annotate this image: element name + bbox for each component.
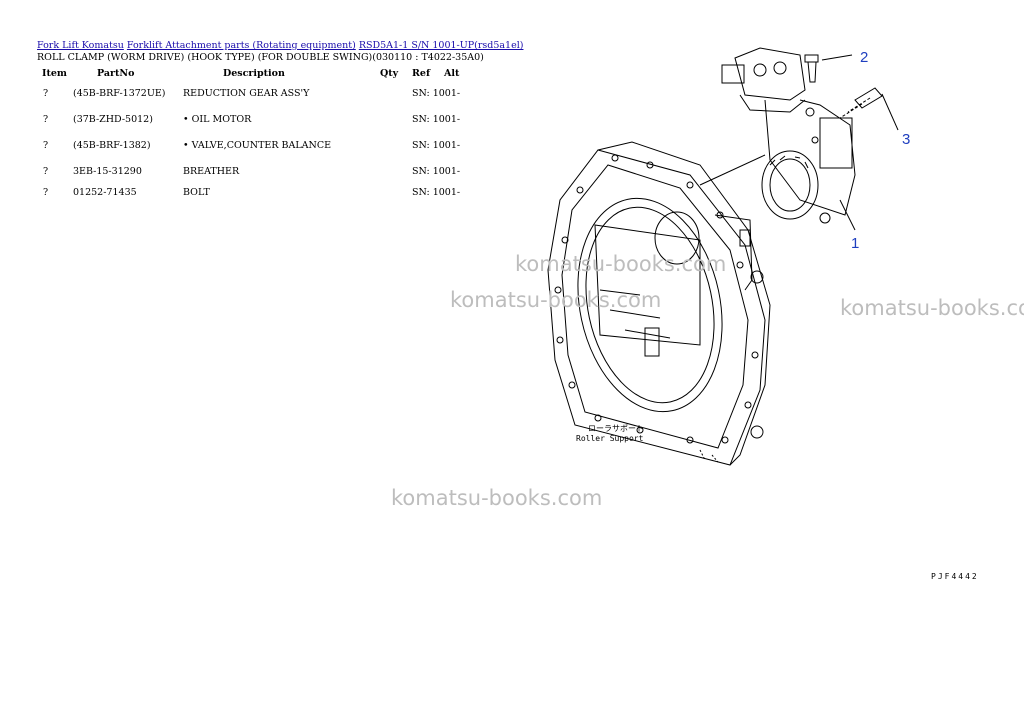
parts-diagram: 1 2 3 ローラサポート Roller Support — [547, 47, 910, 466]
reduction-gear-assembly — [699, 47, 856, 224]
header-ref: Ref — [412, 67, 431, 79]
header-item: Item — [42, 67, 67, 79]
breadcrumb-link-model[interactable]: RSD5A1-1 S/N 1001-UP(rsd5a1el) — [358, 40, 524, 51]
label-roller-support-jp: ローラサポート — [588, 424, 644, 433]
cell-ref: SN: 1001- — [412, 187, 461, 198]
watermark: komatsu-books.com — [840, 296, 1024, 320]
cell-description: • VALVE,COUNTER BALANCE — [183, 140, 332, 151]
cell-qty — [380, 80, 412, 114]
breather — [804, 54, 853, 83]
header-partno: PartNo — [97, 67, 135, 79]
bolt — [839, 87, 899, 131]
callout-1-leader — [839, 199, 856, 231]
label-roller-support: Roller Support — [576, 434, 644, 443]
header-qty: Qty — [380, 67, 399, 79]
callout-1: 1 — [851, 235, 859, 252]
table-header-row: Item PartNo Description Qty Ref Alt — [37, 66, 460, 80]
cell-item: ? — [43, 187, 49, 198]
cell-item: ? — [43, 140, 49, 151]
header-description: Description — [223, 67, 285, 79]
cell-description: BREATHER — [183, 166, 240, 177]
cell-qty — [380, 140, 412, 166]
table-row: ? (37B-ZHD-5012) • OIL MOTOR SN: 1001- — [37, 114, 460, 140]
cell-partno: 01252-71435 — [73, 187, 137, 198]
cell-ref: SN: 1001- — [412, 166, 461, 177]
watermark: komatsu-books.com — [515, 252, 727, 276]
parts-table: Item PartNo Description Qty Ref Alt ? (4… — [37, 66, 460, 199]
roller-support-frame — [547, 141, 771, 466]
breadcrumb: Fork Lift Komatsu Forklift Attachment pa… — [37, 40, 523, 51]
table-row: ? (45B-BRF-1372UE) REDUCTION GEAR ASS'Y … — [37, 80, 460, 114]
table-row: ? (45B-BRF-1382) • VALVE,COUNTER BALANCE… — [37, 140, 460, 166]
cell-partno: (45B-BRF-1382) — [73, 140, 151, 151]
cell-ref: SN: 1001- — [412, 114, 461, 125]
cell-ref: SN: 1001- — [412, 88, 461, 99]
cell-partno: (37B-ZHD-5012) — [73, 114, 153, 125]
callout-3: 3 — [902, 131, 910, 148]
table-row: ? 3EB-15-31290 BREATHER SN: 1001- — [37, 166, 460, 187]
cell-qty — [380, 166, 412, 187]
cell-ref: SN: 1001- — [412, 140, 461, 151]
breadcrumb-link-attachment-parts[interactable]: Forklift Attachment parts (Rotating equi… — [126, 40, 356, 51]
drawing-code: PJF4442 — [931, 572, 979, 581]
cell-item: ? — [43, 88, 49, 99]
page-title: ROLL CLAMP (WORM DRIVE) (HOOK TYPE) (FOR… — [37, 52, 484, 63]
cell-qty — [380, 187, 412, 198]
watermark: komatsu-books.com — [450, 288, 662, 312]
table-row: ? 01252-71435 BOLT SN: 1001- — [37, 187, 460, 198]
watermark: komatsu-books.com — [391, 486, 603, 510]
cell-item: ? — [43, 166, 49, 177]
cell-qty — [380, 114, 412, 140]
cell-description: BOLT — [183, 187, 210, 198]
header-alt: Alt — [444, 67, 460, 79]
cell-description: • OIL MOTOR — [183, 114, 252, 125]
cell-description: REDUCTION GEAR ASS'Y — [183, 88, 310, 99]
cell-item: ? — [43, 114, 49, 125]
breadcrumb-link-fork-lift[interactable]: Fork Lift Komatsu — [37, 40, 124, 51]
cell-partno: 3EB-15-31290 — [73, 166, 142, 177]
callout-2: 2 — [860, 49, 868, 66]
cell-partno: (45B-BRF-1372UE) — [73, 88, 166, 99]
